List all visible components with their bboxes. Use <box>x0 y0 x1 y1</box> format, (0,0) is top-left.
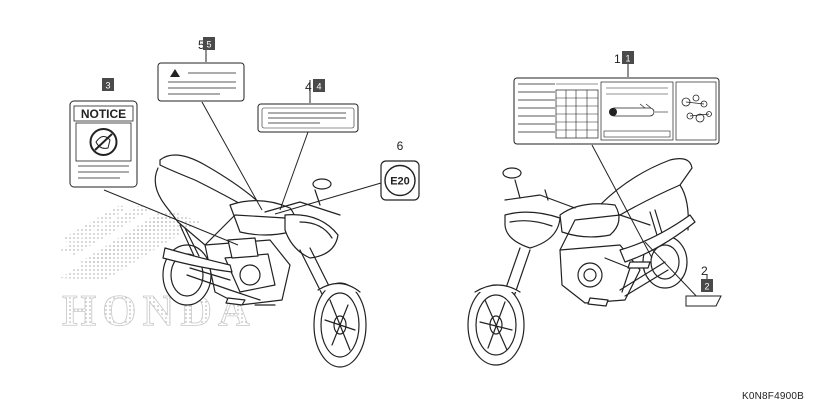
honda-wing-watermark <box>60 205 200 280</box>
leader-line-4 <box>279 131 309 211</box>
callout-4-number-outline: 4 <box>305 80 312 94</box>
notice-label: NOTICE <box>69 100 138 188</box>
prohibition-icon <box>89 128 118 156</box>
tire-gauge-icon <box>609 103 655 117</box>
plain-label-4 <box>257 103 359 133</box>
callout-5-number: 5 <box>206 40 211 50</box>
callout-6: 6 <box>397 139 404 153</box>
callout-1: 1 1 <box>614 51 634 66</box>
callout-5-number-outline: 5 <box>198 38 205 52</box>
callout-2-number: 2 <box>704 282 709 292</box>
diagram-code: K0N8F4900B <box>741 391 804 402</box>
callout-1-number-outline: 1 <box>614 52 621 66</box>
leader-line-5 <box>201 101 263 211</box>
notice-heading: NOTICE <box>81 107 126 121</box>
leader-line-1a <box>591 144 653 259</box>
warning-triangle-icon <box>170 69 180 77</box>
e20-text: E20 <box>390 176 410 188</box>
motorcycle-left-view <box>154 154 367 368</box>
callout-2-number-outline: 2 <box>701 264 708 278</box>
callout-6-number: 6 <box>397 139 404 153</box>
callout-1-number: 1 <box>625 54 630 64</box>
tire-info-label <box>513 77 720 145</box>
callout-2: 2 2 <box>701 264 713 292</box>
leader-lines <box>103 41 708 301</box>
callout-5: 5 5 <box>198 37 215 52</box>
leader-line-6 <box>274 182 382 215</box>
e20-label: E20 <box>380 160 420 201</box>
caution-label <box>157 62 245 102</box>
callout-4-number: 4 <box>316 82 321 92</box>
callout-3: 3 <box>102 78 114 91</box>
leader-line-3 <box>103 189 239 246</box>
callout-3-number: 3 <box>105 81 110 91</box>
leader-line-2 <box>644 241 701 301</box>
callout-4: 4 4 <box>305 79 325 94</box>
motorcycle-right-view <box>467 158 696 366</box>
chain-adjuster-icon <box>681 94 712 123</box>
small-tag-label-2 <box>685 295 722 307</box>
